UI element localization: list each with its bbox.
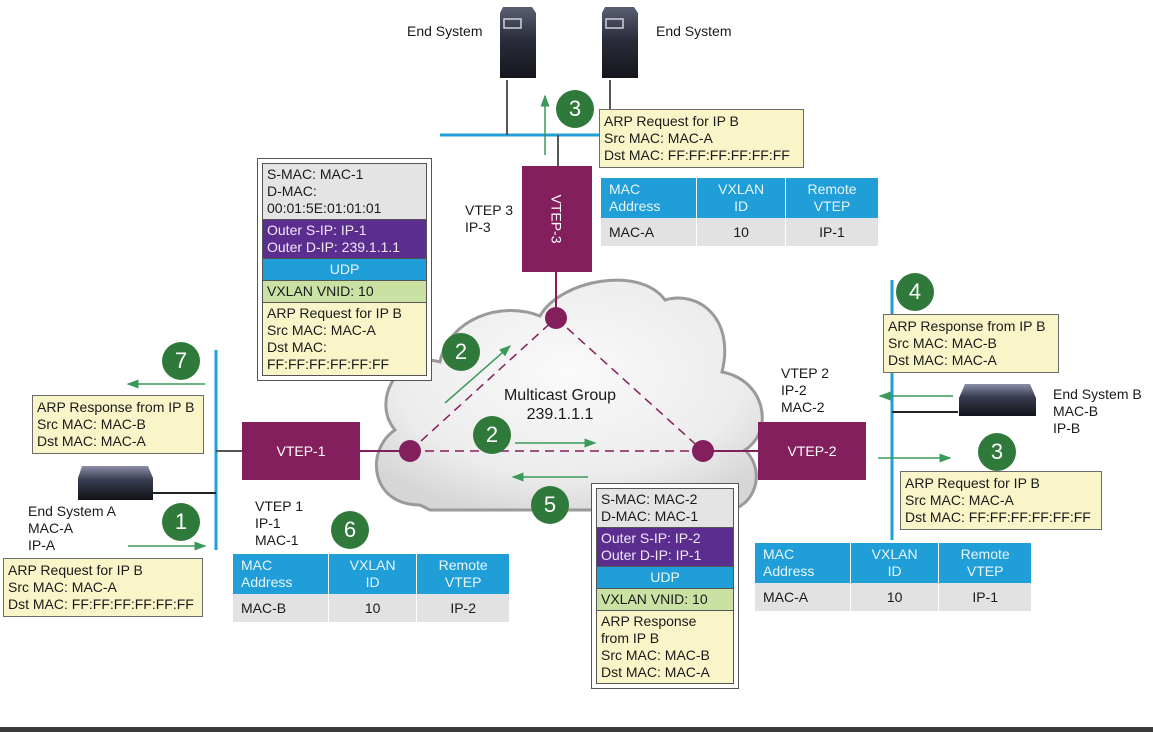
bottom-bar [0,727,1153,732]
step-badge-2-upper: 2 [442,333,480,371]
cell-mac: MAC-A [755,583,851,611]
end-system-top-left-label: End System [407,23,483,39]
server-icon [602,7,638,78]
vtep1-box: VTEP-1 [242,422,360,480]
vtep3-box: VTEP-3 [522,166,592,272]
packet-vxlan: VXLAN VNID: 10 [263,281,426,303]
cell-remote-vtep: IP-1 [785,218,878,246]
table-row: MAC-A 10 IP-1 [601,218,878,246]
step-badge-6: 6 [331,511,369,549]
end-system-top-right-label: End System [656,23,732,39]
cell-mac: MAC-A [601,218,698,246]
step-badge-4: 4 [896,273,934,311]
vtep2-node [692,440,714,462]
step-badge-2-lower: 2 [473,416,511,454]
step-badge-5: 5 [531,486,569,524]
cell-vxlan-id: 10 [696,218,787,246]
end-system-a-icon [78,466,153,500]
step-badge-3-top: 3 [556,90,594,128]
vtep1-node [399,440,421,462]
cell-remote-vtep: IP-2 [416,594,509,622]
table-row: MAC-B 10 IP-2 [233,594,509,622]
vtep3-node [545,307,567,329]
step-badge-7: 7 [162,342,200,380]
packet-udp: UDP [263,259,426,281]
step-badge-1: 1 [162,503,200,541]
step-badge-3-right: 3 [978,433,1016,471]
packet-udp: UDP [597,567,733,589]
vtep2-box: VTEP-2 [758,422,866,480]
cell-remote-vtep: IP-1 [938,583,1031,611]
cell-vxlan-id: 10 [850,583,940,611]
packet-vxlan: VXLAN VNID: 10 [597,589,733,611]
cell-mac: MAC-B [233,594,329,622]
end-system-b-icon [959,384,1036,416]
server-icon [500,7,536,78]
cell-vxlan-id: 10 [328,594,418,622]
table-row: MAC-A 10 IP-1 [755,583,1031,611]
